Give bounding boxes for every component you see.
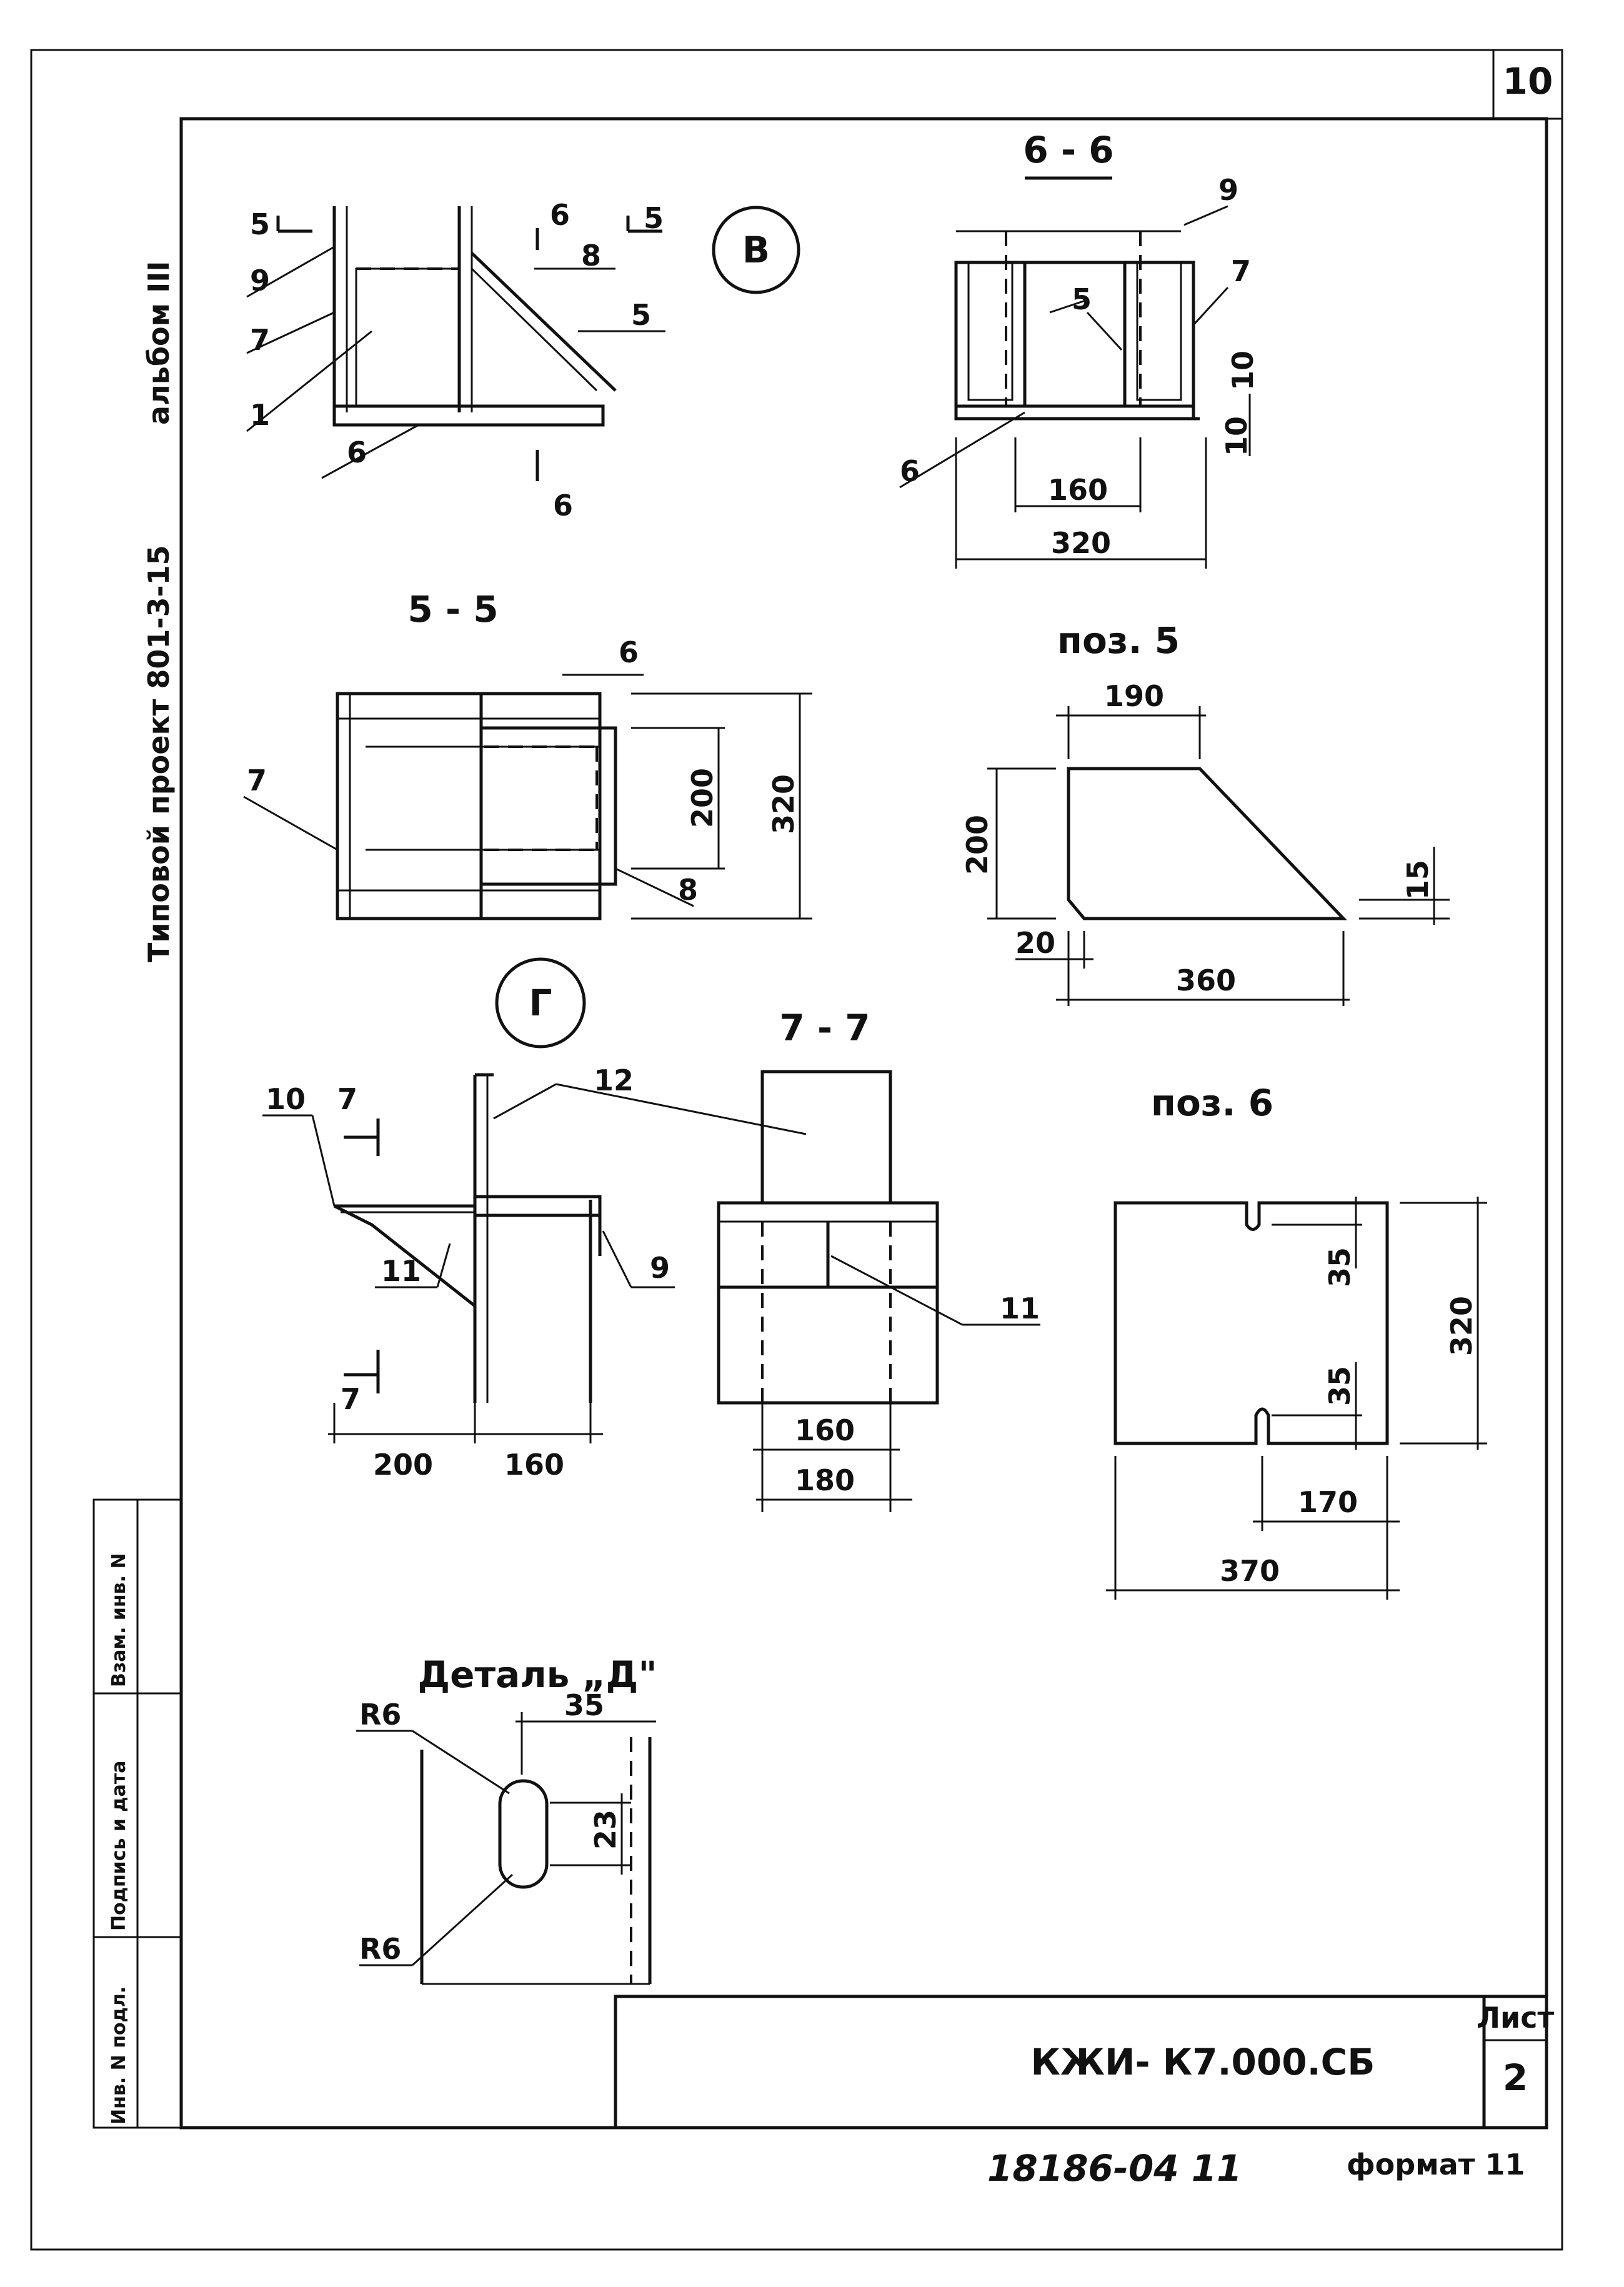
detail-v-label-0: 5 bbox=[250, 207, 270, 241]
album-title: альбом III bbox=[142, 261, 176, 425]
detail-d-drawing bbox=[356, 1712, 656, 1985]
detail-v-label-2: 6 bbox=[550, 198, 570, 232]
project-title: Типовой проект 801-3-15 bbox=[142, 545, 176, 962]
section-6-6-label-2: 5 bbox=[1072, 282, 1092, 316]
section-6-6-dim-0: 10 bbox=[1226, 351, 1260, 391]
detail-g-label-3: 11 bbox=[381, 1254, 421, 1288]
detail-v-label-4: 9 bbox=[250, 264, 270, 297]
detail-g-label-2: 12 bbox=[594, 1064, 634, 1097]
detail-g-label-4: 9 bbox=[650, 1251, 670, 1285]
detail-g-label-5: 7 bbox=[341, 1382, 361, 1416]
detail-g-mark: Г bbox=[529, 982, 552, 1024]
detail-v-label-7: 5 bbox=[631, 298, 651, 332]
drawing-frame bbox=[179, 117, 1548, 2130]
side-podpis: Подпись и дата bbox=[108, 1761, 130, 1931]
detail-d-label-0: R6 bbox=[359, 1698, 401, 1731]
pos-5-dim-0: 190 bbox=[1104, 679, 1164, 713]
section-6-6-dim-3: 320 bbox=[1051, 526, 1111, 560]
detail-g-label-0: 10 bbox=[266, 1082, 306, 1116]
section-6-6-dim-2: 160 bbox=[1048, 473, 1108, 507]
title-block bbox=[614, 1995, 1548, 2130]
section-7-7-dim-0: 160 bbox=[795, 1413, 855, 1447]
section-6-6-drawing bbox=[899, 176, 1251, 569]
section-5-5-label-1: 7 bbox=[247, 764, 267, 797]
detail-v-label-5: 8 bbox=[581, 239, 601, 272]
detail-v-label-8: 1 bbox=[250, 398, 270, 432]
detail-g-dim-1: 160 bbox=[504, 1448, 564, 1482]
pos-6-dim-0: 35 bbox=[1323, 1247, 1357, 1287]
detail-d-dim-1: 23 bbox=[589, 1810, 622, 1850]
page-number-box bbox=[1492, 49, 1563, 120]
pos-6-title: поз. 6 bbox=[1151, 1082, 1273, 1124]
detail-v-label-9: 6 bbox=[347, 436, 367, 469]
sheet-label: Лист bbox=[1477, 2001, 1555, 2035]
detail-v-label-1: 5 bbox=[644, 201, 664, 235]
detail-d-label-1: R6 bbox=[359, 1932, 401, 1966]
detail-v-label-3: 6 bbox=[553, 489, 573, 522]
outer-frame bbox=[30, 49, 1563, 2251]
section-6-6-title: 6 - 6 bbox=[1023, 129, 1113, 171]
section-5-5-title: 5 - 5 bbox=[407, 588, 498, 630]
stamp-number: 18186-04 11 bbox=[987, 2147, 1242, 2190]
side-inv-podl: Инв. N подл. bbox=[108, 1986, 130, 2125]
pos-6-drawing bbox=[1106, 1197, 1487, 1600]
sheet-code: КЖИ- К7.000.СБ bbox=[1031, 2041, 1375, 2083]
pos-6-dim-1: 35 bbox=[1323, 1366, 1357, 1406]
section-5-5-dim-1: 320 bbox=[767, 774, 800, 834]
sheet-number: 2 bbox=[1503, 2056, 1528, 2099]
section-6-6-dim-1: 10 bbox=[1220, 416, 1253, 456]
pos-5-dim-4: 360 bbox=[1176, 964, 1236, 997]
detail-g-dim-0: 200 bbox=[373, 1448, 433, 1482]
detail-g-drawing bbox=[262, 957, 807, 1443]
side-vzam: Взам. инв. N bbox=[108, 1553, 130, 1687]
pos-6-dim-2: 320 bbox=[1445, 1296, 1478, 1356]
section-6-6-label-1: 7 bbox=[1231, 254, 1251, 288]
section-7-7-drawing bbox=[717, 1070, 1040, 1512]
section-6-6-label-0: 9 bbox=[1218, 173, 1238, 207]
detail-v-label-6: 7 bbox=[250, 323, 270, 357]
section-5-5-drawing bbox=[243, 674, 812, 920]
pos-6-dim-4: 370 bbox=[1220, 1554, 1280, 1588]
side-stamp: Инв. N подл. Подпись и дата Взам. инв. N bbox=[92, 1498, 182, 2129]
detail-d-title: Деталь „Д" bbox=[417, 1653, 657, 1696]
pos-5-title: поз. 5 bbox=[1057, 619, 1180, 662]
format-label: формат 11 bbox=[1347, 2148, 1525, 2181]
section-7-7-title: 7 - 7 bbox=[779, 1007, 870, 1049]
section-5-5-label-0: 6 bbox=[619, 635, 639, 669]
pos-5-dim-3: 20 bbox=[1015, 926, 1055, 960]
pos-5-drawing bbox=[987, 706, 1450, 1006]
section-5-5-dim-0: 200 bbox=[685, 768, 719, 828]
detail-g-label-1: 7 bbox=[337, 1082, 357, 1116]
page-number: 10 bbox=[1503, 60, 1553, 102]
detail-d-dim-0: 35 bbox=[564, 1688, 604, 1722]
pos-6-dim-3: 170 bbox=[1298, 1485, 1358, 1519]
detail-v-drawing bbox=[246, 206, 800, 481]
pos-5-dim-2: 15 bbox=[1401, 860, 1435, 900]
section-5-5-label-2: 8 bbox=[678, 873, 698, 907]
section-6-6-label-3: 6 bbox=[900, 454, 920, 488]
detail-v-mark: В bbox=[742, 229, 770, 271]
section-7-7-label-0: 11 bbox=[1000, 1292, 1040, 1325]
section-7-7-dim-1: 180 bbox=[795, 1463, 855, 1497]
pos-5-dim-1: 200 bbox=[960, 815, 994, 875]
